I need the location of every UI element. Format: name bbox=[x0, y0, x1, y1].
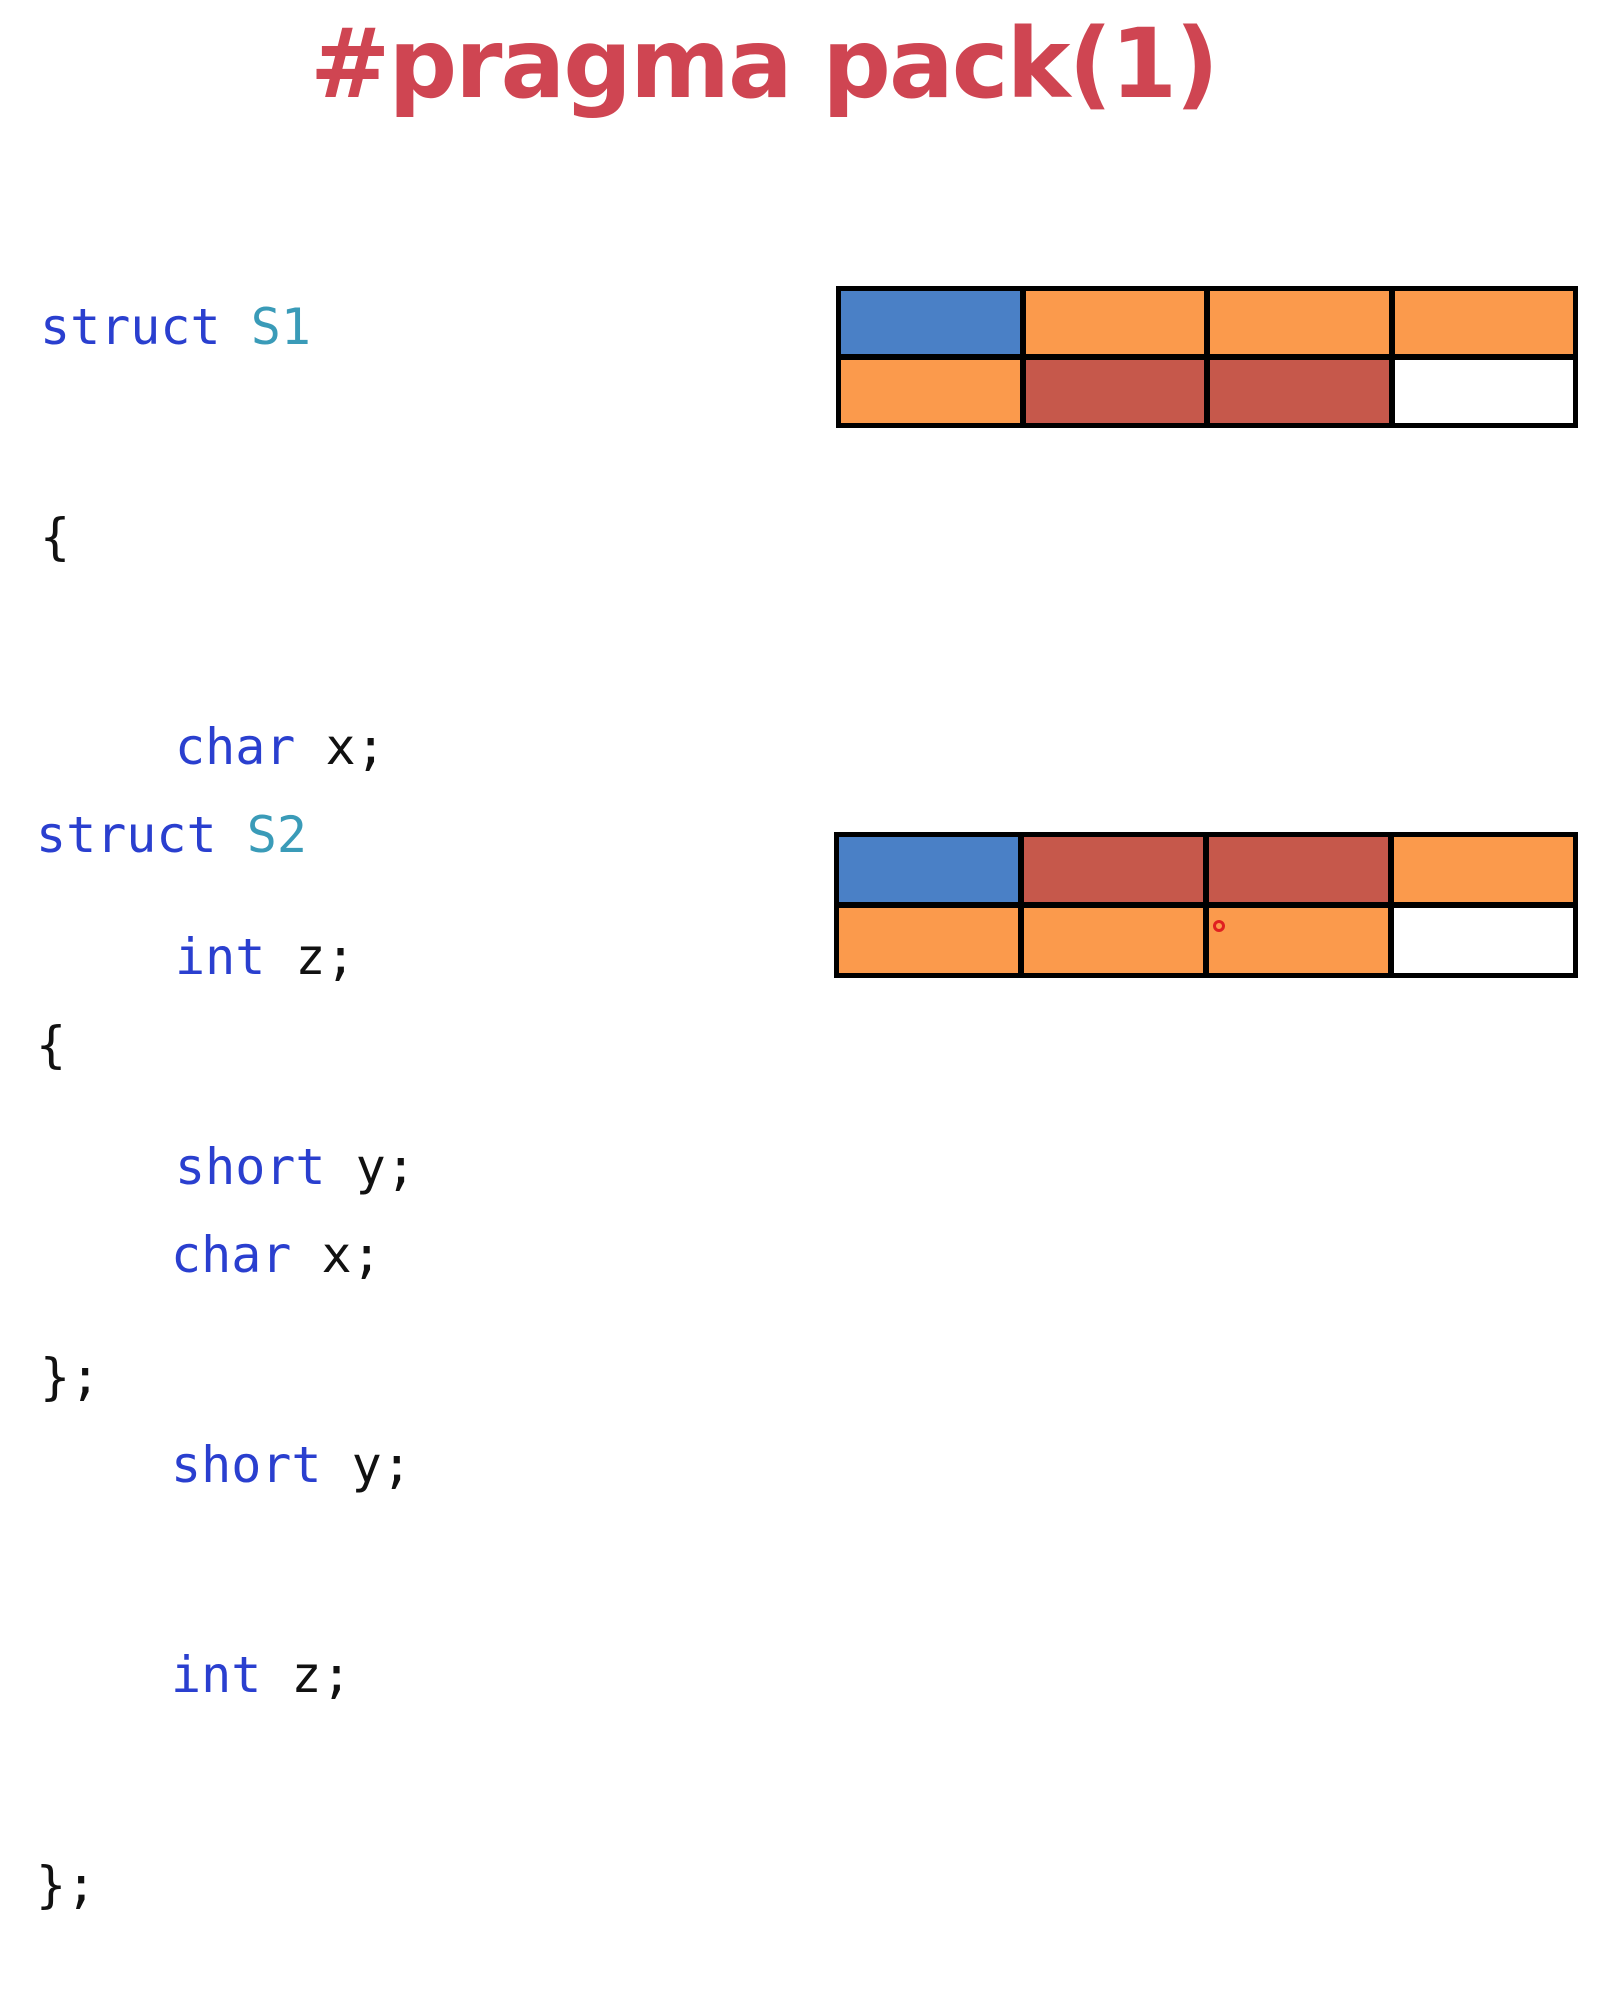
struct-s2-code: struct S2 { char x; short y; int z; }; bbox=[36, 660, 412, 1990]
int-byte-cell bbox=[841, 360, 1020, 423]
member-type: int bbox=[175, 928, 266, 986]
int-byte-cell bbox=[1394, 837, 1573, 902]
cursor-indicator-icon bbox=[1213, 920, 1225, 932]
member-type: int bbox=[171, 1646, 262, 1704]
short-byte-cell bbox=[1209, 837, 1388, 902]
memory-layout-s2 bbox=[834, 832, 1578, 978]
empty-byte-cell bbox=[1394, 908, 1573, 973]
open-brace: { bbox=[40, 508, 71, 566]
member-type: char bbox=[171, 1226, 292, 1284]
short-byte-cell bbox=[1025, 360, 1204, 423]
char-byte-cell bbox=[841, 291, 1020, 354]
member-decl: z; bbox=[291, 1646, 352, 1704]
member-decl: y; bbox=[351, 1436, 412, 1494]
member-decl: x; bbox=[325, 718, 386, 776]
member-type: char bbox=[175, 718, 296, 776]
struct-name: S1 bbox=[250, 298, 311, 356]
short-byte-cell bbox=[1024, 837, 1203, 902]
short-byte-cell bbox=[1210, 360, 1389, 423]
int-byte-cell bbox=[1025, 291, 1204, 354]
struct-name: S2 bbox=[246, 806, 307, 864]
int-byte-cell bbox=[1209, 908, 1388, 973]
member-decl: x; bbox=[321, 1226, 382, 1284]
int-byte-cell bbox=[839, 908, 1018, 973]
char-byte-cell bbox=[839, 837, 1018, 902]
member-decl: z; bbox=[295, 928, 356, 986]
int-byte-cell bbox=[1024, 908, 1203, 973]
close-brace: }; bbox=[36, 1856, 97, 1914]
page-title: #pragma pack(1) bbox=[310, 8, 1219, 120]
struct-keyword: struct bbox=[36, 806, 217, 864]
int-byte-cell bbox=[1394, 291, 1573, 354]
struct-keyword: struct bbox=[40, 298, 221, 356]
member-type: short bbox=[171, 1436, 322, 1494]
int-byte-cell bbox=[1210, 291, 1389, 354]
open-brace: { bbox=[36, 1016, 67, 1074]
memory-layout-s1 bbox=[836, 286, 1578, 428]
empty-byte-cell bbox=[1394, 360, 1573, 423]
